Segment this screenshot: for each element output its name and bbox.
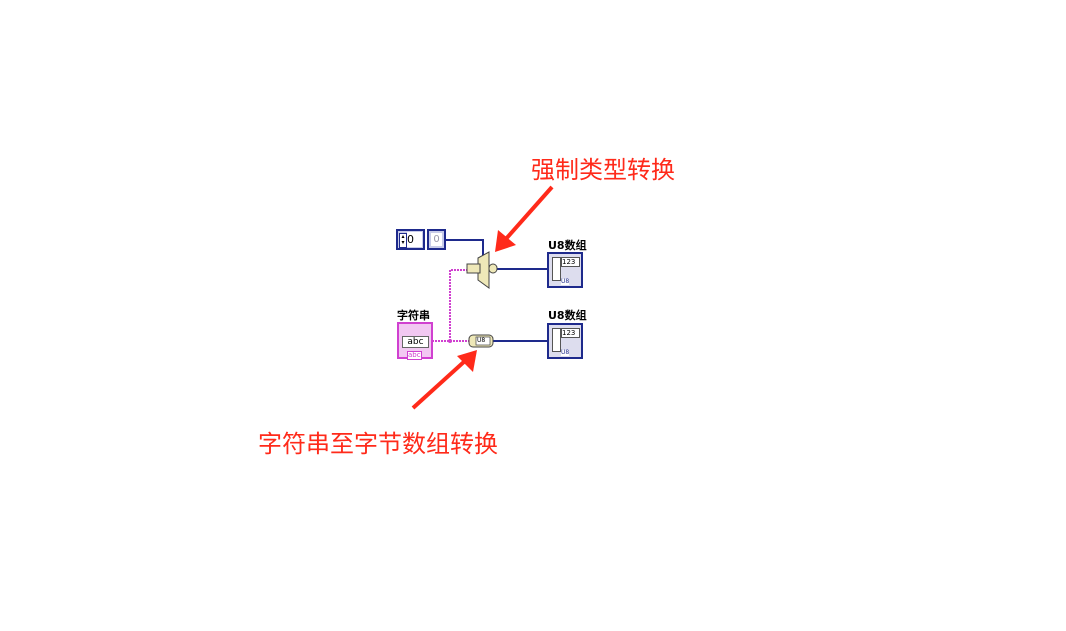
u8-array-indicator-2[interactable]: 123 U8 — [547, 323, 583, 359]
type-cast-annotation: 强制类型转换 — [531, 156, 675, 184]
index-spinner-icon[interactable]: ▴▾ — [399, 233, 407, 248]
arrow-string-to-bytes — [411, 350, 477, 410]
string-to-byte-annotation: 字符串至字节数组转换 — [258, 430, 498, 458]
string-control[interactable]: abc abc — [397, 322, 433, 360]
indicator-label-1: U8数组 — [548, 239, 587, 252]
array-element[interactable]: 0 — [427, 229, 446, 250]
indicator-index-text: 123 — [561, 257, 580, 267]
indicator-type: U8 — [561, 349, 570, 356]
type-cast-node — [466, 251, 498, 289]
indicator-label-2: U8数组 — [548, 309, 587, 322]
array-index-control[interactable]: ▴▾ 0 — [396, 229, 425, 250]
indicator-type: U8 — [561, 278, 570, 285]
string-type-text: abc — [402, 336, 429, 348]
string-control-label: 字符串 — [397, 309, 430, 322]
array-index[interactable]: 0 — [407, 232, 422, 247]
u8-array-indicator-1[interactable]: 123 U8 — [547, 252, 583, 288]
array-wire — [446, 239, 484, 258]
array-element-value: 0 — [431, 233, 442, 246]
indicator-index-text: 123 — [561, 328, 580, 338]
arrow-type-cast — [495, 185, 554, 252]
string-to-byte-array-node — [468, 334, 494, 348]
string-to-byte-node-text: U8 — [477, 337, 486, 344]
string-wire-to-typecast — [432, 269, 468, 342]
string-footer: abc — [407, 351, 422, 360]
